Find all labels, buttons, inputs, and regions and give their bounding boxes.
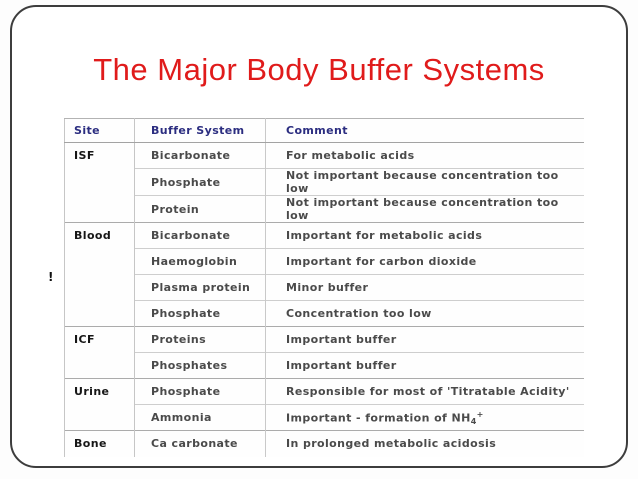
comment-cell: Important buffer — [265, 352, 584, 379]
buffer-cell: Haemoglobin — [134, 248, 266, 275]
buffer-table: Site Buffer System Comment ISF Bicarbona… — [64, 118, 584, 457]
buffer-cell: Proteins — [134, 326, 266, 353]
slide-card: The Major Body Buffer Systems ! Site Buf… — [10, 5, 628, 468]
comment-cell: Minor buffer — [265, 274, 584, 301]
table-row: Plasma protein Minor buffer — [65, 274, 584, 301]
buffer-cell: Phosphates — [134, 352, 266, 379]
slide-title: The Major Body Buffer Systems — [93, 52, 545, 87]
comment-cell: Important buffer — [265, 326, 584, 353]
comment-cell: Responsible for most of 'Titratable Acid… — [265, 378, 584, 405]
table-row: Phosphate Not important because concentr… — [65, 168, 584, 196]
buffer-cell: Bicarbonate — [134, 222, 266, 249]
buffer-cell: Plasma protein — [134, 274, 266, 301]
comment-text: Important - formation of NH — [286, 411, 471, 425]
comment-cell: Important for carbon dioxide — [265, 248, 584, 275]
comment-cell: Important for metabolic acids — [265, 222, 584, 249]
table-row: ISF Bicarbonate For metabolic acids — [64, 142, 584, 223]
table-row: Phosphates Important buffer — [65, 352, 584, 379]
table-row: ICF Proteins Important buffer — [64, 326, 584, 379]
comment-cell: Concentration too low — [265, 300, 584, 327]
table-row: Bone Ca carbonate In prolonged metabolic… — [64, 430, 584, 457]
buffer-cell: Phosphate — [134, 378, 266, 405]
formula-subscript: 4 — [470, 416, 477, 426]
table-row: Phosphate Concentration too low — [65, 300, 584, 327]
site-cell-icf: ICF — [64, 326, 135, 379]
buffer-cell: Ammonia — [134, 404, 266, 431]
site-cell-urine: Urine — [64, 378, 135, 431]
table-header-row: Site Buffer System Comment — [64, 118, 584, 143]
table-row: Haemoglobin Important for carbon dioxide — [65, 248, 584, 275]
column-header-buffer-system: Buffer System — [134, 118, 266, 143]
table-row: Ammonia Important - formation of NH4+ — [65, 404, 584, 431]
buffer-cell: Bicarbonate — [134, 142, 266, 169]
stray-exclamation-mark: ! — [48, 270, 54, 284]
comment-cell-with-formula: Important - formation of NH4+ — [265, 404, 584, 431]
table-row: Protein Not important because concentrat… — [65, 195, 584, 223]
site-cell-blood: Blood — [64, 222, 135, 327]
table-row: Blood Bicarbonate Important for metaboli… — [64, 222, 584, 327]
comment-cell: In prolonged metabolic acidosis — [265, 430, 584, 457]
buffer-cell: Protein — [134, 195, 266, 223]
formula-superscript: + — [476, 410, 484, 420]
column-header-comment: Comment — [265, 118, 584, 143]
site-cell-bone: Bone — [64, 430, 135, 457]
site-cell-isf: ISF — [64, 142, 135, 223]
table-row: Urine Phosphate Responsible for most of … — [64, 378, 584, 431]
comment-cell: For metabolic acids — [265, 142, 584, 169]
buffer-cell: Phosphate — [134, 300, 266, 327]
buffer-cell: Phosphate — [134, 168, 266, 196]
comment-cell: Not important because concentration too … — [265, 195, 584, 223]
column-header-site: Site — [64, 118, 135, 143]
buffer-cell: Ca carbonate — [134, 430, 266, 457]
comment-cell: Not important because concentration too … — [265, 168, 584, 196]
buffer-systems-table: Site Buffer System Comment ISF Bicarbona… — [64, 118, 584, 457]
